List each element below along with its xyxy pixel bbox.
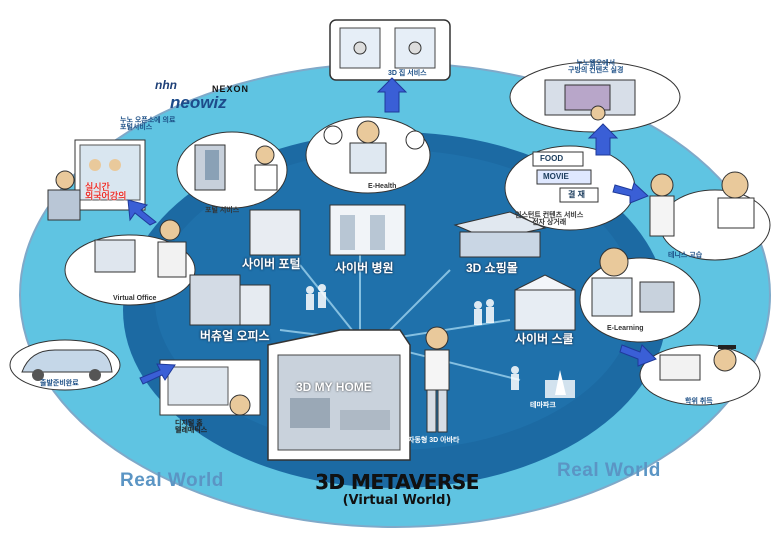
avatar-figure bbox=[424, 326, 450, 433]
cyber-school-label: 사이버 스쿨 bbox=[515, 332, 574, 346]
top-right-scene bbox=[509, 61, 681, 133]
diagram-title: 3D METAVERSE bbox=[315, 470, 479, 494]
nhn-logo: nhn bbox=[155, 78, 177, 92]
contents-service-label: 인스턴트 컨텐츠 서비스 전자 상거래 bbox=[515, 212, 584, 226]
graduation-scene bbox=[639, 344, 761, 406]
ticket-label: 결 재 bbox=[568, 190, 585, 199]
my-home-scene bbox=[267, 329, 411, 461]
tennis-scene bbox=[649, 171, 771, 261]
theme-park-scene bbox=[545, 370, 575, 398]
diagram-subtitle: (Virtual World) bbox=[342, 493, 452, 508]
virtual-office-small-label: Virtual Office bbox=[113, 295, 157, 302]
real-world-left: Real World bbox=[120, 470, 224, 491]
graduation-label: 학위 취득 bbox=[685, 398, 713, 405]
ehealth-label: E-Health bbox=[368, 183, 397, 190]
digital-tele-label: 디지털 홈 텔레매틱스 bbox=[175, 420, 208, 434]
car-label: 출발준비완료 bbox=[40, 380, 79, 387]
tele-scene bbox=[159, 359, 261, 416]
movie-label: MOVIE bbox=[543, 172, 569, 181]
lecture-scene bbox=[47, 139, 146, 221]
avatar-label: 자동형 3D 아바타 bbox=[408, 437, 460, 444]
virtual-office-label: 버츄얼 오피스 bbox=[200, 329, 270, 343]
theme-park-label: 테마파크 bbox=[530, 402, 556, 409]
car-scene bbox=[9, 339, 121, 391]
tennis-label: 테니스 교습 bbox=[668, 252, 703, 259]
food-label: FOOD bbox=[540, 154, 564, 163]
contents-boxes bbox=[532, 151, 599, 203]
portal-service-top-label: 누노 오픈소에 의료 포털서비스 bbox=[120, 117, 176, 131]
elearning-label: E-Learning bbox=[607, 325, 644, 332]
real-world-right: Real World bbox=[557, 460, 661, 481]
top-service-scene bbox=[329, 19, 451, 81]
live-lecture-label: 실시간 외국어강의 bbox=[85, 182, 127, 201]
portal-scene bbox=[176, 131, 288, 209]
buildings-group bbox=[189, 204, 576, 331]
shopping-mall-label: 3D 쇼핑몰 bbox=[466, 261, 518, 275]
ehealth-scene bbox=[305, 116, 431, 194]
nexon-logo: NEXON bbox=[212, 84, 250, 94]
virtual-office-scene bbox=[64, 219, 196, 306]
cyber-hospital-label: 사이버 병원 bbox=[335, 261, 394, 275]
neowiz-logo: neowiz bbox=[170, 93, 227, 112]
top-service-label: 3D 집 서비스 bbox=[388, 70, 427, 77]
my-home-label: 3D MY HOME bbox=[296, 380, 372, 394]
portal-service-label: 포털 서비스 bbox=[205, 207, 240, 214]
arrows bbox=[127, 77, 657, 385]
cyber-portal-label: 사이버 포털 bbox=[242, 257, 301, 271]
elearning-scene bbox=[579, 247, 701, 343]
top-right-label: 누노웹오에서 구방의 컨텐츠 실경 bbox=[568, 60, 624, 74]
